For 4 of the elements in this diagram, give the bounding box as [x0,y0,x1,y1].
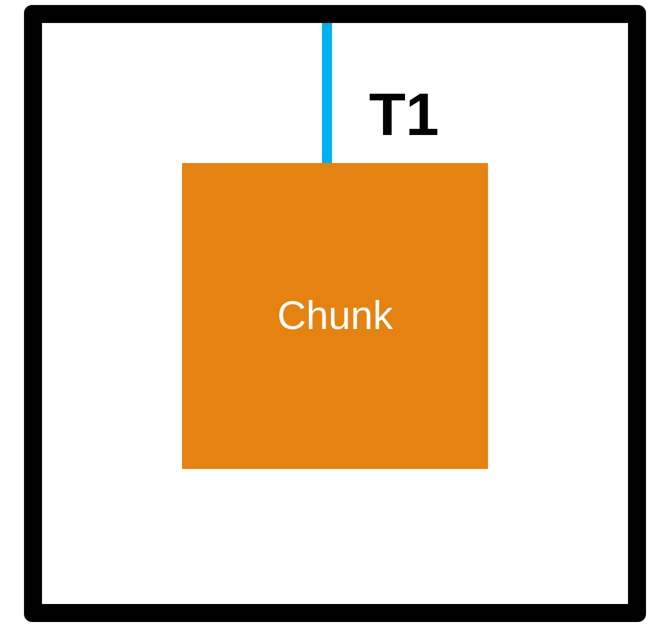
chunk-box [182,163,488,469]
edge-label: T1 [369,85,440,145]
frame-box [24,5,646,622]
node-label: Chunk [277,294,393,338]
